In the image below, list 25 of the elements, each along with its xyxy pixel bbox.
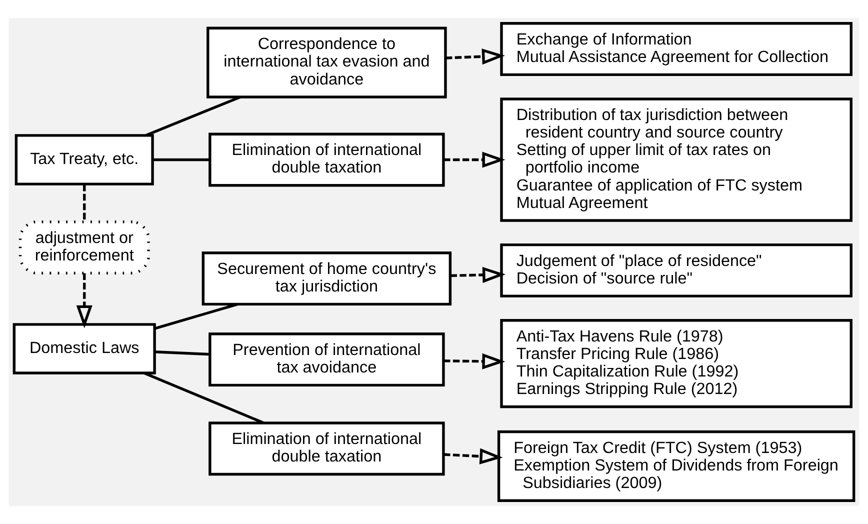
node-box: Anti-Tax Havens Rule (1978) Transfer Pricing Rule (1986) Thin Capitalization Rule (1992) Earnings Stripping Rule (2012)	[500, 319, 852, 408]
node-box: Elimination of international double taxation	[208, 422, 445, 476]
node-box: Foreign Tax Credit (FTC) System (1953) Exemption System of Dividends from Foreign Subsidiaries (2009)	[497, 430, 856, 502]
node-box: Domestic Laws	[12, 323, 156, 374]
arrow	[445, 48, 506, 65]
arrow	[76, 273, 92, 328]
connector	[154, 350, 210, 356]
node-box: Exchange of Information Mutual Assistance Agreement for Collection	[500, 22, 852, 76]
arrow	[444, 152, 506, 168]
arrow	[444, 353, 506, 370]
arrow	[444, 448, 503, 464]
connector	[154, 303, 238, 330]
node-box: Prevention of international tax avoidance	[208, 332, 445, 387]
arrow	[450, 266, 506, 283]
connector	[83, 184, 86, 222]
connector	[153, 158, 210, 162]
connector	[144, 372, 264, 424]
node-box: Correspondence to international tax evasion and avoidance	[206, 26, 447, 98]
node-box: Distribution of tax jurisdiction between resident country and source country Setting of upper limit of tax rates on portfolio income Guarantee of application of FTC system Mutual Agreement	[500, 98, 852, 222]
node-box: Elimination of international double taxation	[208, 132, 445, 187]
node-box: Tax Treaty, etc.	[14, 134, 154, 186]
node-box: Securement of home country's tax jurisdiction	[202, 252, 452, 306]
connector	[146, 96, 241, 136]
node-box: Judgement of "place of residence" Decision of "source rule"	[500, 243, 852, 298]
node-box: adjustment or reinforcement	[18, 220, 150, 274]
